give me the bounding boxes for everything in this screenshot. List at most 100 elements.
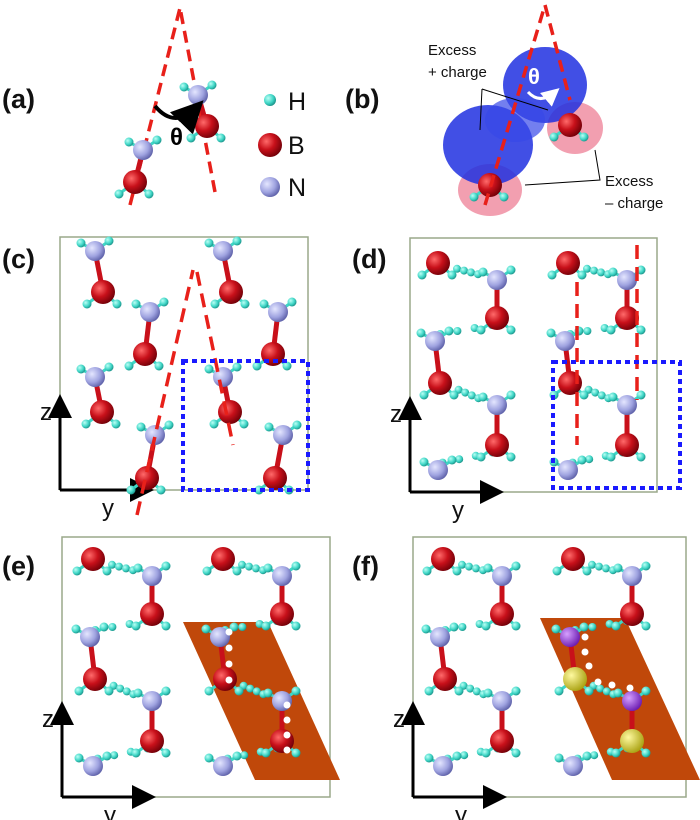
dihydrogen-bond-atom (595, 562, 603, 571)
boron-atom (263, 466, 287, 490)
hydrogen-atom (613, 688, 623, 698)
boron-atom (620, 602, 644, 626)
legend: H B N (258, 88, 306, 202)
hydrogen-atom (636, 390, 646, 400)
hydrogen-atom (263, 563, 273, 573)
hydrogen-atom (102, 566, 112, 576)
hydrogen-atom (478, 267, 488, 277)
hydrogen-atom (424, 753, 434, 763)
hydrogen-atom (422, 566, 432, 576)
hydrogen-atom (584, 686, 594, 696)
path-marker-dot (283, 746, 291, 754)
hydrogen-atom (417, 270, 427, 280)
path-marker-dot (283, 716, 291, 724)
legend-b-swatch (258, 133, 282, 157)
highlighted-nitrogen-atom (560, 627, 580, 647)
z-axis-label: z (42, 706, 54, 733)
hydrogen-atom (447, 455, 457, 465)
hydrogen-atom (287, 297, 297, 307)
angle-arrow-b (526, 88, 560, 107)
nitrogen-atom (622, 566, 642, 586)
hydrogen-atom (416, 328, 426, 338)
hydrogen-atom (252, 361, 262, 371)
path-marker-dot (225, 628, 233, 636)
dihydrogen-bond-atom (602, 687, 611, 696)
nitrogen-atom (145, 425, 165, 445)
hydrogen-atom (582, 566, 592, 576)
hydrogen-atom (81, 419, 91, 429)
hydrogen-atom (419, 457, 429, 467)
excess-plus-line2: + charge (428, 64, 487, 81)
hydrogen-atom (636, 325, 646, 335)
legend-n-label: N (288, 174, 306, 202)
hydrogen-atom (261, 748, 271, 758)
nitrogen-atom (142, 691, 162, 711)
hydrogen-atom (124, 361, 134, 371)
hydrogen-atom (506, 452, 516, 462)
nitrogen-atom (430, 627, 450, 647)
highlighted-nitrogen-atom (622, 691, 642, 711)
hydrogen-atom (554, 753, 564, 763)
excess-minus-line2: – charge (605, 195, 663, 212)
hydrogen-atom (207, 80, 217, 90)
dihydrogen-bond-atom (453, 264, 461, 273)
dihydrogen-bond-atom (465, 562, 473, 571)
dihydrogen-bond-atom (597, 268, 605, 277)
hydrogen-atom (210, 299, 220, 309)
dihydrogen-bond-atom (467, 268, 475, 277)
hydrogen-atom (71, 624, 81, 634)
boron-atom (270, 602, 294, 626)
hydrogen-atom (282, 361, 292, 371)
dihydrogen-bond-atom (588, 560, 596, 569)
dihydrogen-bond-atom (590, 751, 599, 760)
hydrogen-atom (76, 238, 86, 248)
hydrogen-atom (577, 455, 587, 465)
dihydrogen-bond-atom (455, 455, 464, 464)
dihydrogen-bond-atom (467, 391, 476, 400)
nitrogen-atom (140, 302, 160, 322)
hydrogen-atom (164, 420, 174, 430)
dihydrogen-bond-atom (108, 623, 117, 631)
hydrogen-atom (104, 236, 114, 246)
dihydrogen-bond-atom (460, 266, 468, 275)
path-marker-dot (626, 684, 634, 692)
dihydrogen-bond-atom (240, 751, 249, 760)
hydrogen-atom (577, 270, 587, 280)
hydrogen-atom (447, 270, 457, 280)
boron-atom (490, 729, 514, 753)
unit-cell-frame-e (61, 536, 331, 798)
z-axis-label: z (393, 706, 405, 733)
path-marker-dot (225, 644, 233, 652)
hydrogen-atom (499, 192, 509, 202)
hydrogen-atom (481, 621, 491, 631)
boron-atom (556, 251, 580, 275)
hydrogen-atom (161, 561, 171, 571)
hydrogen-atom (291, 686, 301, 696)
y-axis-label: y (104, 802, 116, 820)
nitrogen-atom (617, 395, 637, 415)
hydrogen-atom (641, 621, 651, 631)
plus-pointer-2 (481, 88, 549, 111)
theta-label-b: θ (528, 64, 540, 89)
boron-atom (219, 280, 243, 304)
hydrogen-atom (611, 621, 621, 631)
dihydrogen-bond-atom (122, 687, 131, 696)
hydrogen-atom (72, 566, 82, 576)
hydrogen-atom (111, 419, 121, 429)
y-axis-label: y (452, 497, 464, 524)
nitrogen-atom (133, 140, 153, 160)
nitrogen-atom (555, 331, 575, 351)
hydrogen-atom (204, 686, 214, 696)
y-axis-label: y (455, 802, 467, 820)
hydrogen-atom (291, 561, 301, 571)
hydrogen-atom (452, 751, 462, 761)
path-marker-dot (225, 660, 233, 668)
hydrogen-atom (506, 265, 516, 275)
dihydrogen-bond-atom (122, 564, 130, 573)
dihydrogen-bond-atom (453, 327, 462, 335)
hydrogen-atom (291, 621, 301, 631)
hydrogen-atom (454, 686, 464, 696)
hydrogen-atom (102, 751, 112, 761)
dotted-selection-box (551, 360, 682, 490)
nitrogen-atom (492, 691, 512, 711)
